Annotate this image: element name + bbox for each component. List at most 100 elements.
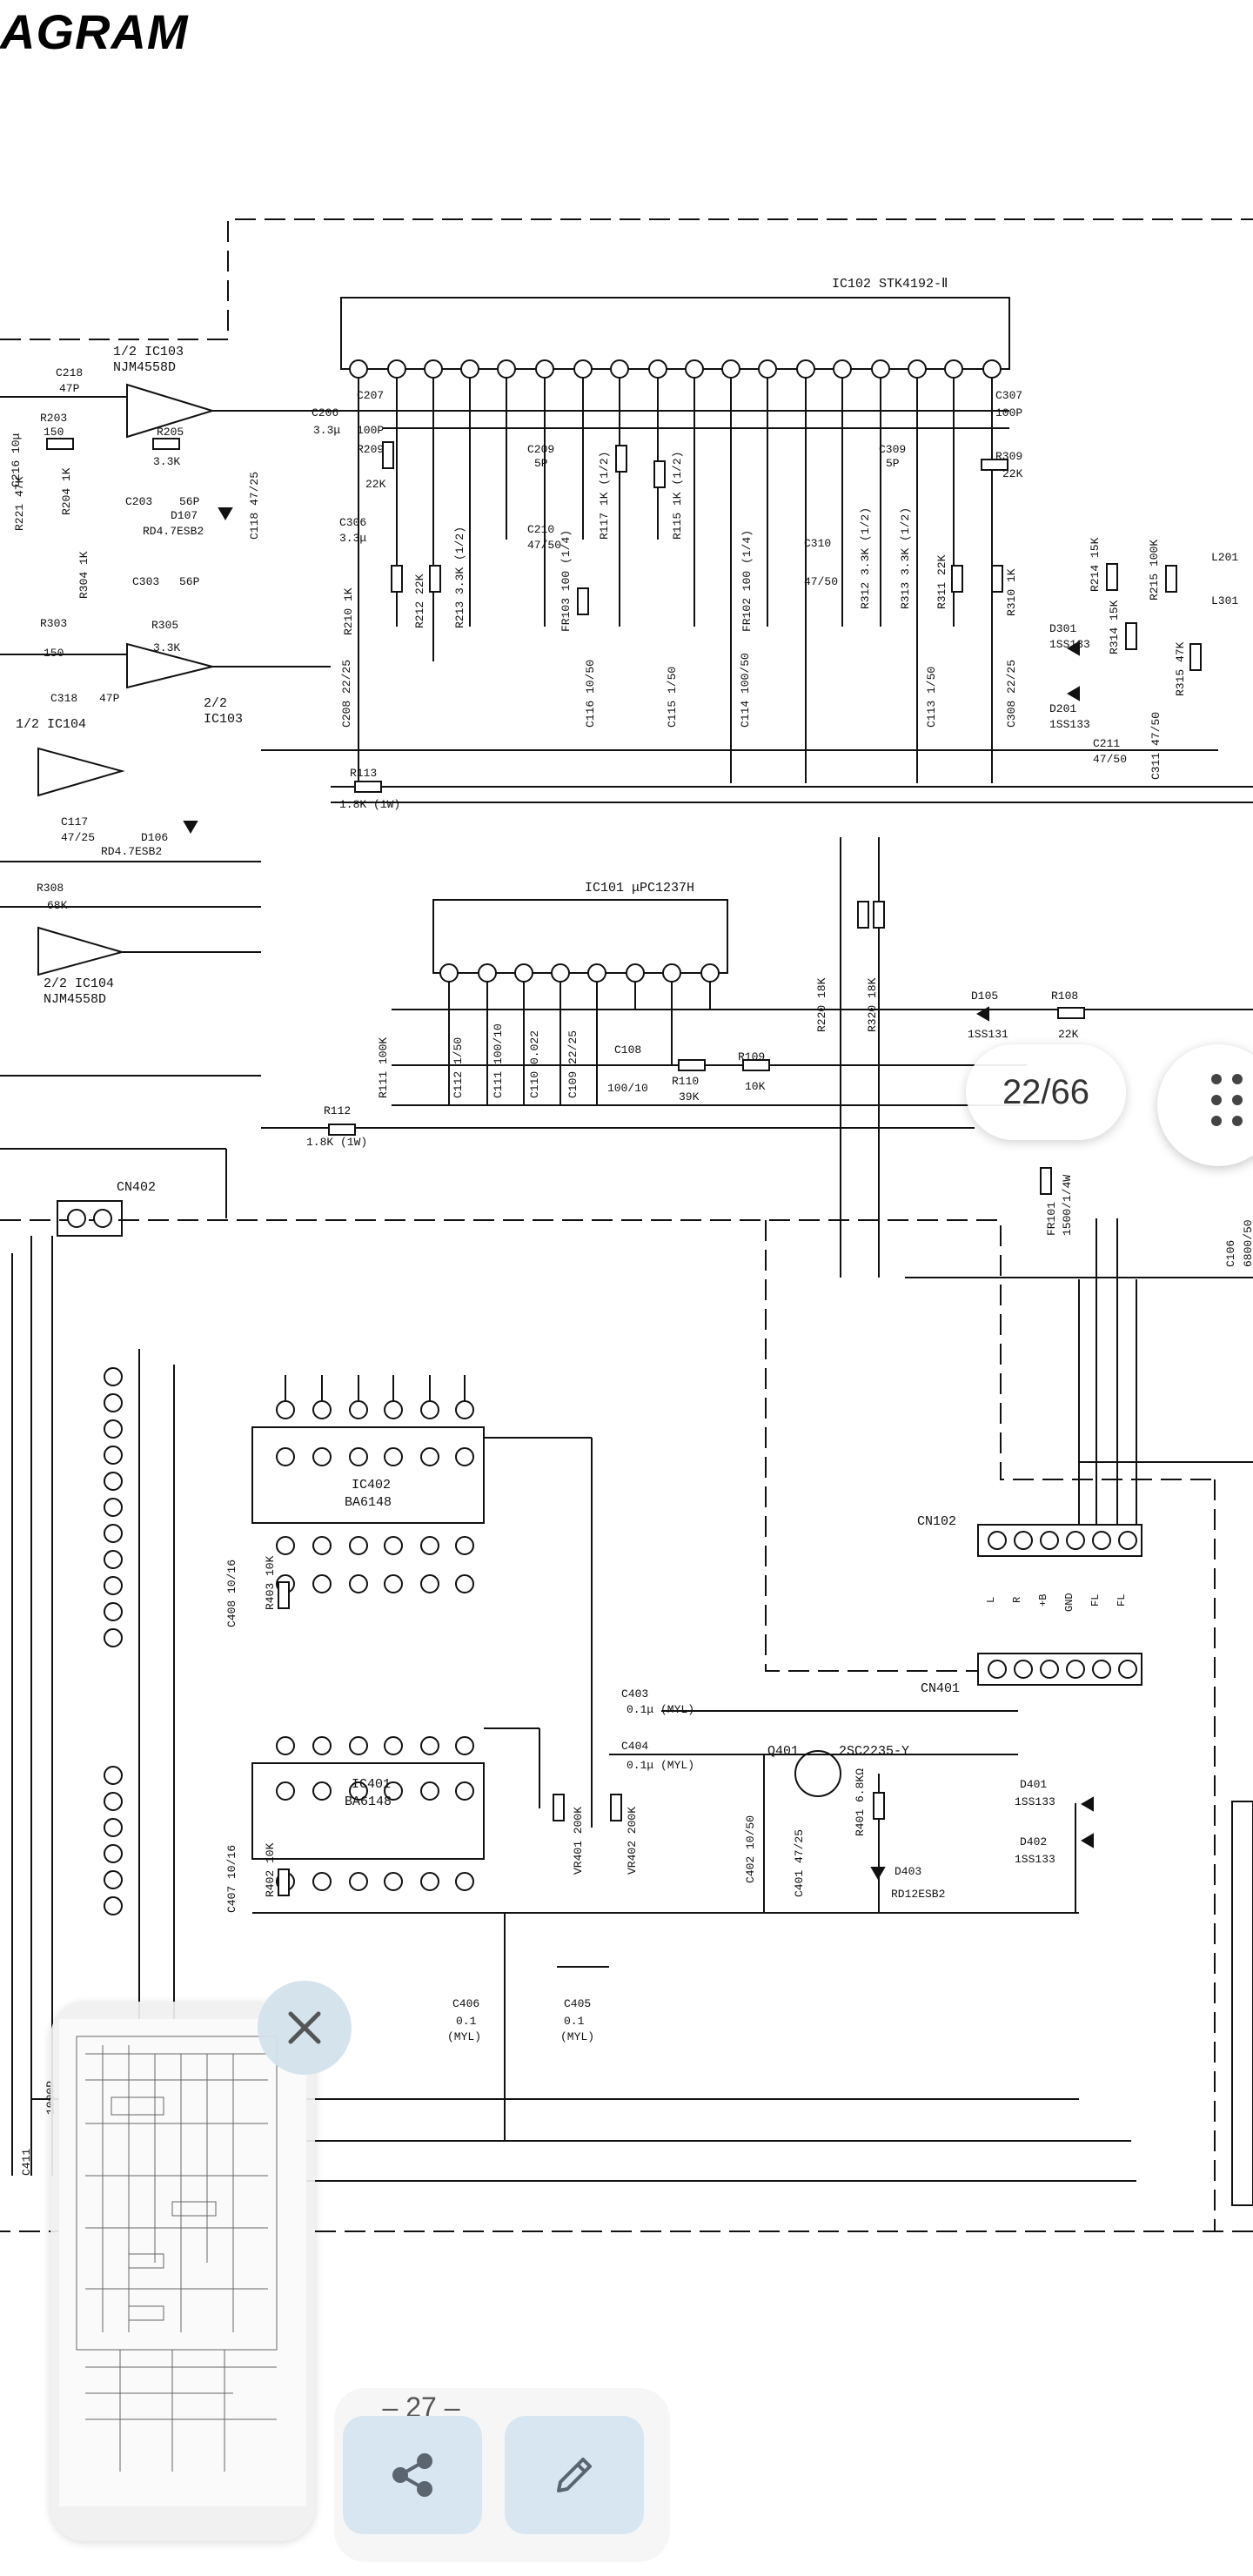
ic101-value-c109: C109 22/25 [566, 1030, 580, 1098]
grid-view-button[interactable] [1157, 1044, 1253, 1166]
c211-value: 47/50 [1093, 753, 1127, 766]
r309-value: 22K [1002, 467, 1023, 480]
c310-label: C310 [804, 537, 831, 550]
c403-value: 0.1μ (MYL) [626, 1703, 694, 1716]
ic102-value-fr102: FR102 100 (1/4) [740, 530, 754, 632]
r209-value: 22K [365, 478, 386, 491]
cn401-label: CN401 [921, 1681, 960, 1696]
c406-value: 0.1 [456, 2015, 477, 2028]
ic102-value-r117: R117 1K (1/2) [598, 452, 611, 540]
d107-label: D107 [171, 509, 198, 522]
ic101-value-r111: R111 100K [377, 1037, 390, 1098]
res-r214: R214 15K [1089, 537, 1102, 592]
res-r315: R315 47K [1174, 641, 1187, 696]
r403-label: R403 10K [264, 1555, 277, 1610]
r109-label: R109 [738, 1050, 765, 1063]
res-r204: R204 1K [60, 467, 73, 515]
cn102-pin-r: R [1011, 1597, 1023, 1603]
ic102-value-r213: R213 3.3K (1/2) [453, 527, 466, 628]
edit-button[interactable] [505, 2416, 644, 2534]
ic103a-part: NJM4558D [113, 360, 176, 375]
cap-c311: C311 47/50 [1149, 712, 1163, 780]
cn102-label: CN102 [917, 1514, 956, 1529]
ic402-part: BA6148 [345, 1495, 392, 1510]
d402-label: D402 [1020, 1835, 1047, 1848]
d403-label: D403 [895, 1865, 921, 1878]
ic104b-part: NJM4558D [44, 992, 106, 1007]
c408-label: C408 10/16 [225, 1560, 238, 1627]
ic102-value-r312: R312 3.3K (1/2) [859, 507, 872, 609]
ic102-value-fr103: FR103 100 (1/4) [559, 530, 573, 632]
c318-value: 47P [99, 692, 120, 705]
ic103a-label: 1/2 IC103 [113, 345, 184, 359]
cn402-label: CN402 [117, 1180, 156, 1195]
res-r215: R215 100K [1148, 540, 1161, 600]
page-thumbnail[interactable] [50, 2002, 315, 2541]
cn102-pin-b: +B [1037, 1594, 1049, 1607]
c209-value: 5P [534, 457, 548, 470]
c117-label: C117 [61, 815, 88, 828]
ic102-value-r310: R310 1K [1005, 568, 1018, 616]
ic101-value-c111: C111 100/10 [492, 1023, 505, 1098]
ic102-value-r115: R115 1K (1/2) [671, 452, 684, 540]
c303-value: 56P [179, 575, 200, 588]
c307-label: C307 [995, 389, 1022, 402]
vr402-label: VR402 200K [626, 1807, 639, 1875]
c108-label: C108 [614, 1043, 641, 1057]
c405-label: C405 [564, 1997, 591, 2010]
c404-value: 0.1μ (MYL) [626, 1759, 694, 1772]
r110-label: R110 [672, 1075, 699, 1088]
close-thumbnail-button[interactable] [258, 1981, 352, 2075]
r108-label: R108 [1051, 989, 1078, 1003]
res-r314: R314 15K [1108, 600, 1121, 654]
d106-value: RD4.7ESB2 [101, 845, 162, 858]
r402-label: R402 10K [264, 1842, 277, 1897]
d201-label: D201 [1049, 702, 1076, 715]
res-r221: R221 47K [13, 476, 26, 531]
vr401-label: VR401 200K [572, 1807, 585, 1875]
cap-c118: C118 47/25 [248, 472, 261, 540]
c108-value: 100/10 [607, 1082, 648, 1095]
r303-label: R303 [40, 617, 67, 630]
r110-value: 39K [679, 1090, 700, 1104]
c406-label: C406 [452, 1997, 479, 2010]
c406-type: (MYL) [447, 2030, 481, 2043]
ic103b-label: 2/2 [204, 696, 227, 711]
cn102-pin-fl1: FL [1089, 1594, 1102, 1607]
cap-c115: C115 1/50 [666, 667, 679, 728]
q401-part: 2SC2235-Y [839, 1744, 909, 1759]
pencil-icon [557, 2458, 592, 2492]
c218-value: 47P [59, 382, 80, 395]
c309-label: C309 [879, 443, 906, 456]
d201-value: 1SS133 [1049, 718, 1090, 731]
r203-label: R203 [40, 412, 67, 425]
r209-label: R209 [357, 443, 384, 456]
share-button[interactable] [343, 2416, 482, 2534]
d401-value: 1SS133 [1015, 1795, 1055, 1808]
cap-c116: C116 10/50 [584, 660, 597, 728]
r109-value: 10K [745, 1080, 766, 1093]
ic103b-ref: IC103 [204, 712, 243, 727]
c203-label: C203 [125, 495, 152, 508]
thumbnail-panel[interactable] [50, 2002, 315, 2541]
d301-label: D301 [1049, 622, 1076, 635]
r305-label: R305 [151, 619, 178, 632]
r205-label: R205 [157, 426, 184, 439]
cap-c208: C208 22/25 [340, 660, 353, 728]
c405-type: (MYL) [560, 2030, 594, 2043]
r308-label: R308 [37, 882, 64, 895]
ic101-value-c110: C110 0.022 [528, 1030, 541, 1098]
document-title: AGRAM [0, 4, 189, 59]
r205-value: 3.3K [153, 455, 180, 468]
ic102-value-r212: R212 22K [413, 574, 426, 628]
d105-label: D105 [971, 989, 998, 1003]
ic102-label: IC102 STK4192-Ⅱ [832, 277, 948, 292]
c303-label: C303 [132, 575, 159, 588]
c117-value: 47/25 [61, 831, 95, 844]
r108-value: 22K [1058, 1028, 1079, 1041]
c309-value: 5P [886, 457, 900, 470]
c210-value: 47/50 [527, 539, 561, 552]
r220-label: R220 18K [815, 977, 828, 1032]
